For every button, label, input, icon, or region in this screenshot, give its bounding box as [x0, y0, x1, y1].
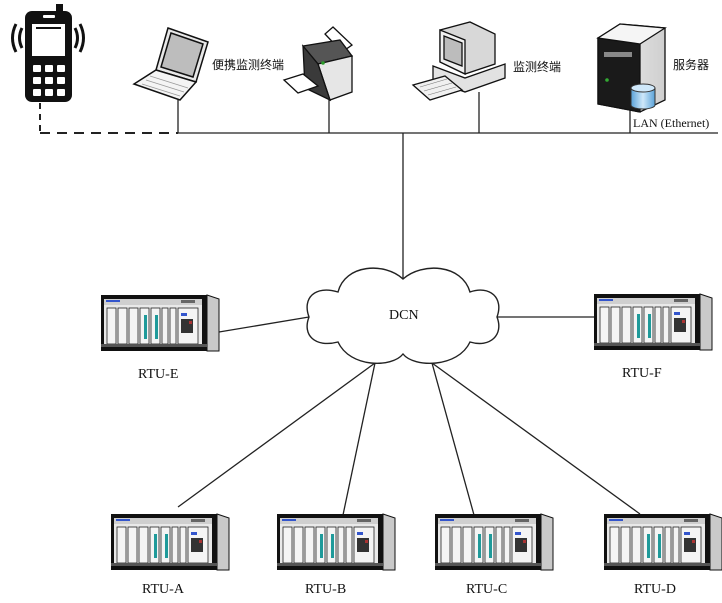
dcn-cloud-icon [306, 267, 500, 365]
rtu-c-label: RTU-C [466, 582, 508, 597]
mobile-phone-icon [11, 4, 85, 102]
dcn-to-rtu-e-line [218, 316, 310, 333]
dcn-to-rtu-a-line [177, 362, 376, 508]
rtu-a-label: RTU-A [142, 582, 184, 597]
portable-terminal-label: 便携监测终端 [212, 58, 285, 72]
rtu-e-label: RTU-E [138, 367, 179, 382]
rtu-c-icon [434, 513, 554, 571]
lan-label: LAN (Ethernet) [633, 116, 710, 130]
dcn-to-rtu-d-line [431, 362, 641, 515]
server-label: 服务器 [673, 58, 710, 72]
server-tower-icon [596, 23, 667, 113]
rtu-b-icon [276, 513, 396, 571]
rtu-d-icon [603, 513, 722, 571]
dcn-to-rtu-b-line [342, 362, 376, 516]
laptop-icon [132, 27, 209, 101]
rtu-a-icon [110, 513, 230, 571]
dcn-label: DCN [389, 308, 419, 323]
rtu-f-label: RTU-F [622, 366, 662, 381]
monitor-terminal-label: 监测终端 [513, 60, 562, 74]
desktop-computer-icon [411, 21, 506, 101]
rtu-b-label: RTU-B [305, 582, 347, 597]
rtu-e-icon [100, 294, 220, 352]
rtu-f-icon [593, 293, 713, 351]
rtu-d-label: RTU-D [634, 582, 676, 597]
database-icon [630, 83, 656, 110]
connection-lines [39, 92, 718, 516]
printer-icon [282, 26, 354, 102]
dcn-to-rtu-c-line [431, 362, 475, 516]
